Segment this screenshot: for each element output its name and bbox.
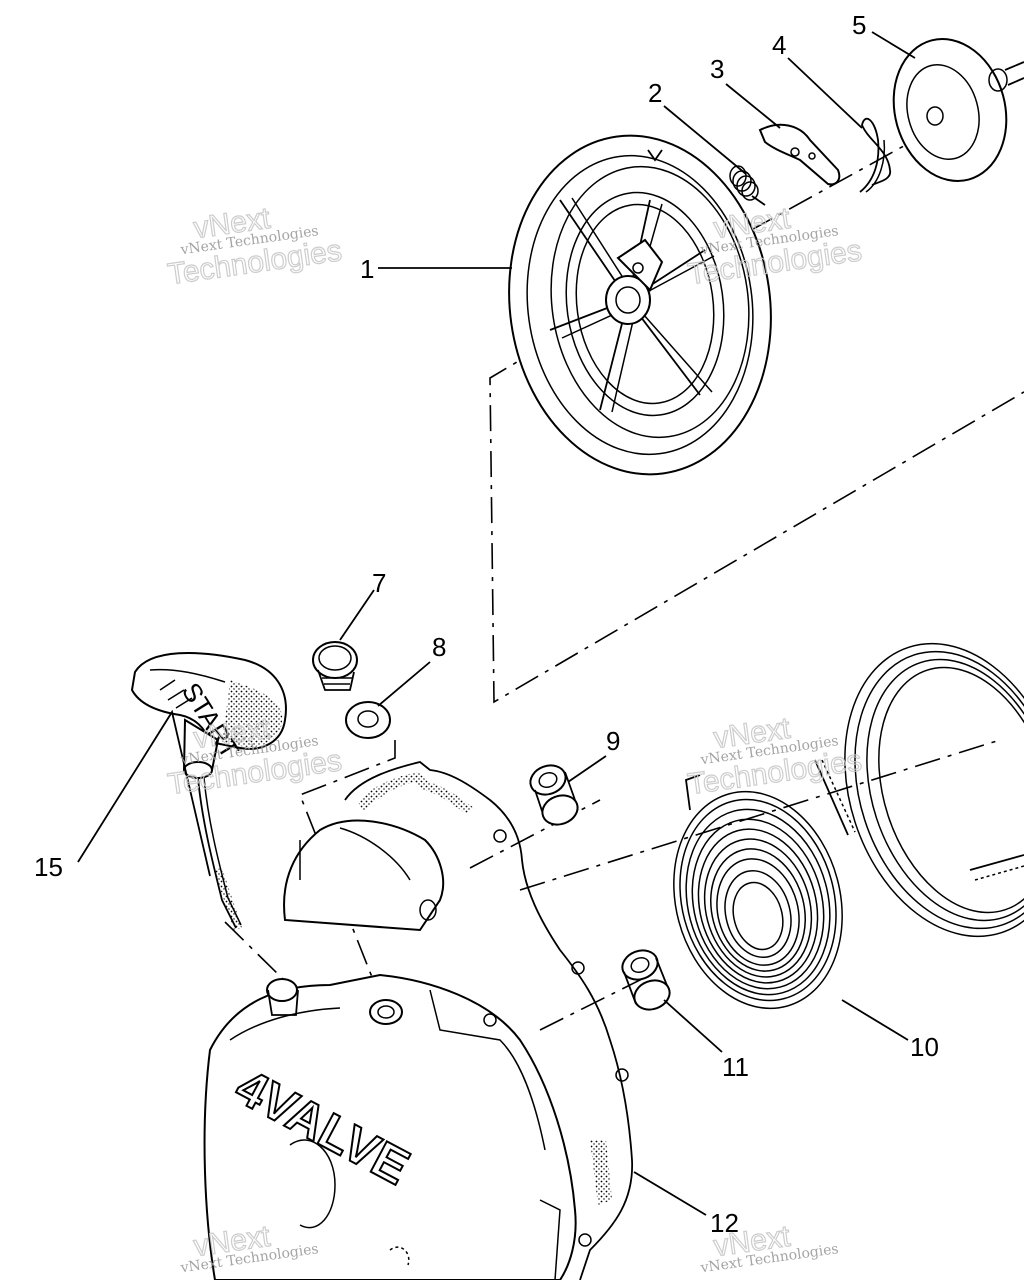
- callout-10: 10: [910, 1032, 939, 1062]
- callout-2: 2: [648, 78, 662, 108]
- starter-housing: 4VALVE: [203, 761, 633, 1280]
- watermark-1: vNext vNext Technologies Technologies: [165, 201, 344, 292]
- watermark-4: vNext vNext Technologies Technologies: [685, 711, 864, 802]
- retaining-clip: [859, 117, 891, 193]
- callout-8: 8: [432, 632, 446, 662]
- callout-4: 4: [772, 30, 786, 60]
- friction-plate: [892, 38, 1024, 182]
- watermark-3: vNext vNext Technologies Technologies: [165, 711, 344, 802]
- callout-1: 1: [360, 254, 374, 284]
- callout-7: 7: [372, 568, 386, 598]
- bushing-lower: [621, 949, 671, 1011]
- callout-12: 12: [710, 1208, 739, 1238]
- recoil-spring: [673, 774, 843, 1010]
- callout-15: 15: [34, 852, 63, 882]
- callout-5: 5: [852, 10, 866, 40]
- plug-cap: [312, 641, 358, 691]
- bushing-upper: [529, 764, 579, 826]
- pulley-reel: [508, 134, 772, 476]
- starter-handle: START: [130, 651, 287, 930]
- callout-11: 11: [722, 1052, 749, 1082]
- callout-labels: 1 2 3 4 5 7 8 9 10 11 12 15: [34, 10, 939, 1238]
- pawl: [758, 123, 841, 186]
- callout-9: 9: [606, 726, 620, 756]
- callout-3: 3: [710, 54, 724, 84]
- washer: [345, 701, 391, 739]
- leader-lines: [77, 31, 916, 1216]
- rope-coil: [814, 642, 1024, 938]
